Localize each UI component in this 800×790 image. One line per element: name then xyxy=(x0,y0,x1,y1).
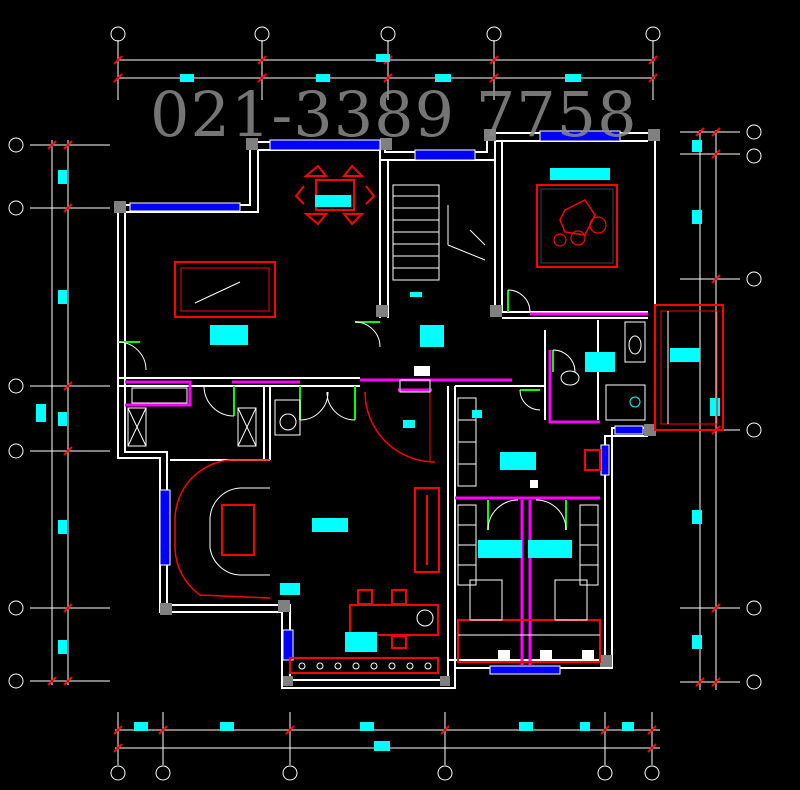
structural-columns xyxy=(114,129,660,686)
top-grid-bubbles xyxy=(110,26,661,42)
tv-console xyxy=(414,487,440,573)
top-dimension-text xyxy=(180,54,581,82)
right-dimension-text xyxy=(692,140,720,649)
kitchen-counter xyxy=(289,657,439,674)
bathroom-fixtures xyxy=(131,321,646,436)
staircase xyxy=(392,184,486,281)
partitions xyxy=(125,312,648,665)
left-grid-bubbles xyxy=(8,137,24,689)
dining-table-lower xyxy=(349,589,439,649)
bottom-dimension-text xyxy=(134,722,634,751)
interior-walls xyxy=(118,141,648,680)
stair-label xyxy=(410,292,422,297)
bottom-grid-bubbles xyxy=(110,765,660,781)
room-labels xyxy=(210,168,700,652)
closets xyxy=(127,397,599,621)
bottom-dimension-ticks xyxy=(113,725,657,753)
left-dimension-ticks xyxy=(47,140,73,686)
misc-details xyxy=(399,366,594,660)
phone-watermark: 021-3389 7758 xyxy=(150,78,638,151)
right-grid-bubbles xyxy=(746,124,762,690)
billiard-table xyxy=(174,261,276,318)
left-dimension-text xyxy=(36,170,67,654)
wardrobe-right xyxy=(654,304,724,431)
bed-master xyxy=(536,184,618,268)
windows xyxy=(129,130,644,675)
twin-beds xyxy=(457,449,601,663)
left-dimension-chain xyxy=(30,140,110,685)
right-dimension-ticks xyxy=(695,127,721,687)
living-sofa xyxy=(174,459,271,599)
